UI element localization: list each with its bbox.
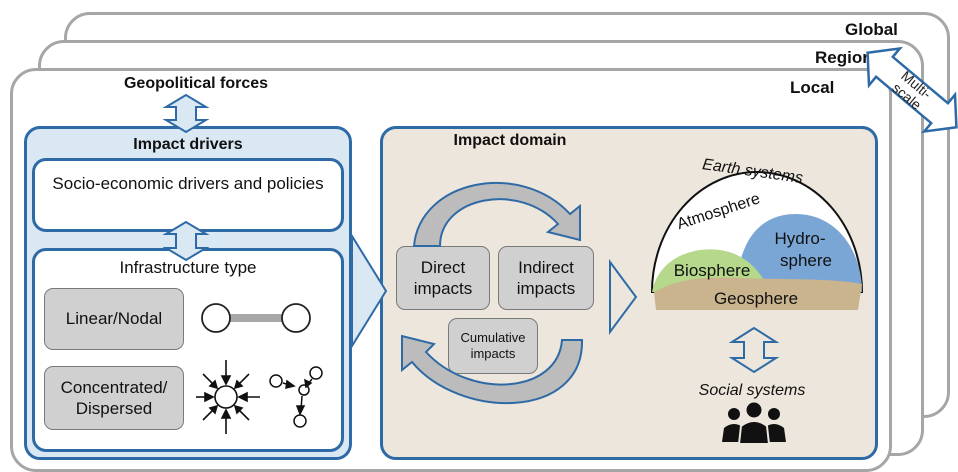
concentrated-label: Concentrated/: [60, 377, 168, 397]
cumulative-label-1: Cumulative: [460, 329, 526, 345]
impact-domain-title: Impact domain: [453, 132, 567, 149]
multi-scale-arrow: Multi- scale: [866, 46, 958, 134]
geosphere-label: Geosphere: [714, 289, 798, 308]
direct-label-1: Direct: [420, 257, 466, 277]
direct-label-2: impacts: [413, 279, 473, 298]
indirect-impacts-box: Indirect impacts: [498, 246, 594, 310]
socio-economic-text: Socio-economic drivers and policies: [52, 174, 324, 193]
people-icon: [722, 402, 786, 445]
hydrosphere-label-2: sphere: [780, 251, 832, 270]
indirect-label-2: impacts: [516, 279, 576, 298]
dispersed-label: Dispersed: [75, 399, 153, 418]
earth-social-double-arrow: [728, 326, 780, 374]
dispersed-icon: [269, 366, 323, 428]
biosphere-label: Biosphere: [674, 261, 751, 280]
cumulative-impacts-box: Cumulative impacts: [448, 318, 538, 374]
hydrosphere-label-1: Hydro-: [774, 229, 825, 248]
concentrated-dispersed-box: Concentrated/ Dispersed: [44, 366, 184, 430]
geopolitical-double-arrow: [162, 93, 210, 134]
cycle-arrow-top: [412, 181, 581, 247]
impact-drivers-title: Impact drivers: [133, 136, 243, 153]
linear-nodal-box: Linear/Nodal: [44, 288, 184, 350]
social-systems-label: Social systems: [699, 382, 806, 399]
cumulative-label-2: impacts: [470, 346, 516, 361]
infrastructure-type-label: Infrastructure type: [119, 258, 257, 277]
global-label: Global: [845, 20, 898, 39]
indirect-label-1: Indirect: [518, 257, 574, 277]
geopolitical-forces-label: Geopolitical forces: [123, 75, 269, 92]
impacts-to-earth-arrow: [609, 258, 638, 336]
direct-impacts-box: Direct impacts: [396, 246, 490, 310]
drivers-double-arrow: [162, 220, 210, 262]
cycle-arrow-bottom: [401, 334, 584, 405]
concentrated-icon: [196, 360, 260, 434]
linear-nodal-label: Linear/Nodal: [65, 309, 163, 329]
local-label: Local: [790, 78, 835, 97]
earth-systems-dome: [650, 171, 864, 310]
linear-nodal-icon: [201, 303, 311, 333]
drivers-to-domain-arrow: [351, 232, 388, 350]
